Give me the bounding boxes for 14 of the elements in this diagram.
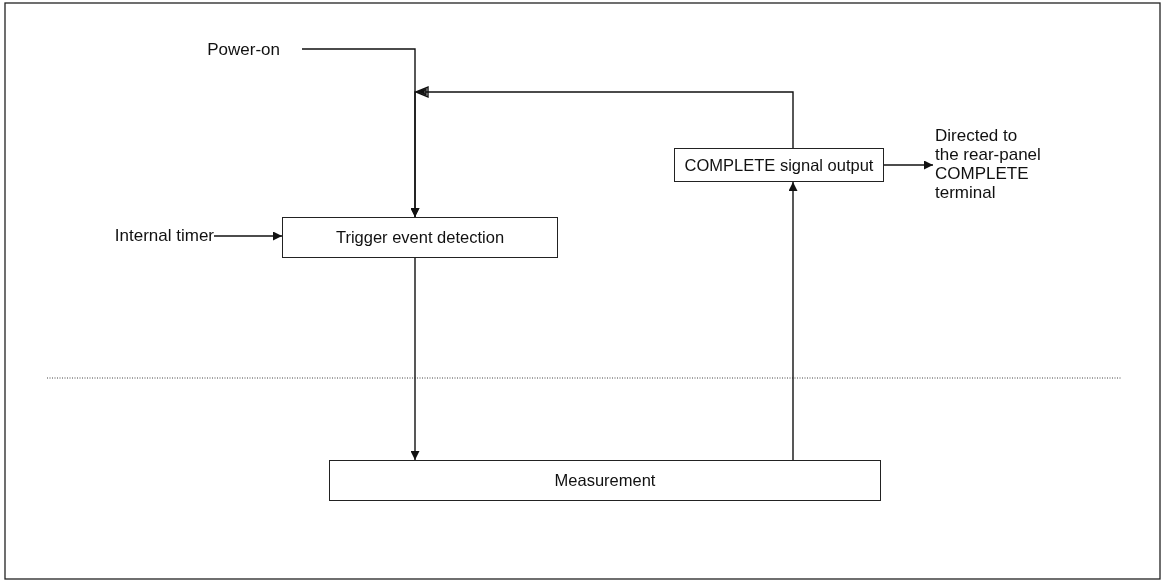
box-label: Trigger event detection [335, 228, 505, 247]
signal-label: Power-on [207, 40, 280, 60]
process-box [329, 460, 881, 501]
signal-label: Directed to the rear-panel COMPLETE terminal [935, 125, 1042, 203]
process-box [282, 217, 558, 258]
process-box [674, 148, 884, 182]
box-label: Measurement [554, 471, 656, 490]
signal-label: Internal timer [114, 226, 214, 246]
arrow [410, 257, 420, 461]
box-label: COMPLETE signal output [684, 155, 874, 175]
arrow [410, 85, 794, 218]
arrow [213, 231, 283, 241]
arrow [788, 181, 798, 461]
arrow [883, 160, 934, 170]
